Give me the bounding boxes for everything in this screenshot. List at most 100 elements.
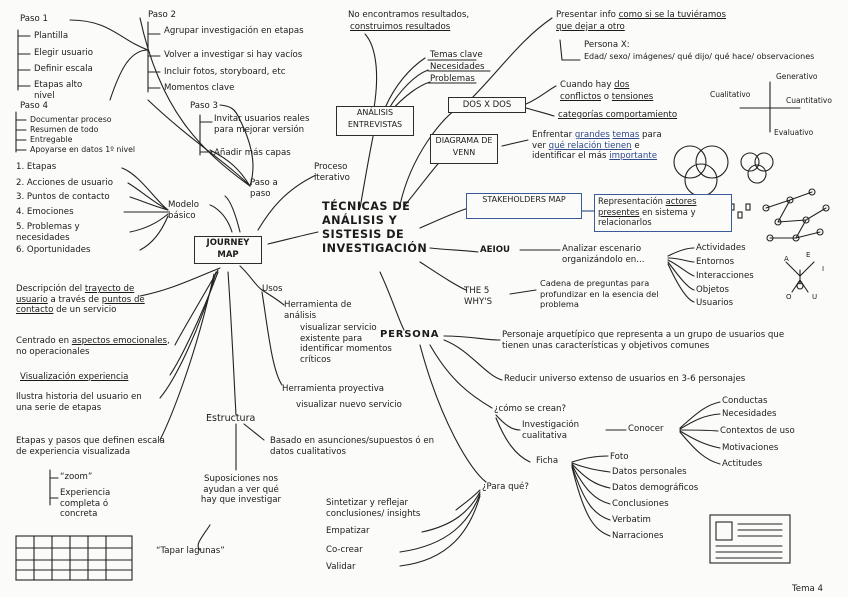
- title-line-1: TÉCNICAS DE: [322, 200, 411, 213]
- dos-categorias: categorías comportamiento: [558, 110, 678, 120]
- aeiou-letter: U: [812, 293, 818, 301]
- persona-card-sketch: [709, 514, 791, 564]
- proceso-iterativo-label: Proceso iterativo: [314, 162, 350, 183]
- modelo-item: 2. Acciones de usuario: [16, 178, 113, 188]
- presentar-info: Presentar info como si se la tuviéramos: [556, 10, 726, 20]
- paso3-item: Añadir más capas: [214, 148, 291, 158]
- aeiou-item: Actividades: [696, 243, 746, 253]
- paso4-item: Entregable: [30, 135, 73, 144]
- stakeholders-desc: Representación actores presentes en sist…: [594, 194, 732, 232]
- paso1-item: Etapas alto nivel: [34, 80, 83, 101]
- journey-map-sketch: [15, 535, 133, 581]
- para-item: Sintetizar y reflejar conclusiones/ insi…: [326, 498, 421, 519]
- axis-cualitativo: Cualitativo: [710, 90, 751, 99]
- aeiou-item: Usuarios: [696, 298, 734, 308]
- paso4-title: Paso 4: [20, 101, 48, 111]
- analisis-entrevistas-box: ANÁLISIS ENTREVISTAS: [336, 106, 414, 136]
- ficha-item: Narraciones: [612, 531, 664, 541]
- modelo-item: 6. Oportunidades: [16, 245, 91, 255]
- paso2-item: Momentos clave: [164, 83, 235, 93]
- suposiciones-label: Suposiciones nos ayudan a ver qué hay qu…: [200, 474, 282, 505]
- aeiou-icon: [785, 261, 815, 293]
- paso4-item: Resumen de todo: [30, 125, 99, 134]
- persona-label: PERSONA: [380, 329, 440, 340]
- aeiou-letter: I: [822, 265, 825, 273]
- journey-experiencia: Experiencia completa ó concreta: [60, 488, 111, 519]
- aeiou-item: Interacciones: [696, 271, 754, 281]
- conocer-item: Motivaciones: [722, 443, 779, 453]
- paso2-item: Incluir fotos, storyboard, etc: [164, 67, 286, 77]
- journey-zoom: “zoom”: [60, 472, 93, 482]
- visualizar-nuevo: visualizar nuevo servicio: [296, 400, 402, 410]
- axis-cuantitativo: Cuantitativo: [786, 96, 832, 105]
- paso1-item: Definir escala: [34, 64, 93, 74]
- ficha-item: Verbatim: [612, 515, 651, 525]
- construimos: construimos resultados: [350, 22, 451, 32]
- persona-x-desc: Edad/ sexo/ imágenes/ qué dijo/ qué hace…: [584, 52, 815, 61]
- journey-map-box: JOURNEY MAP: [194, 236, 262, 264]
- persona-reducir: Reducir universo extenso de usuarios en …: [504, 374, 746, 384]
- dos-cuando: Cuando hay dos: [560, 80, 630, 90]
- journey-description: Descripción del trayecto de usuario a tr…: [16, 284, 145, 315]
- aeiou-letter: E: [806, 251, 811, 259]
- aeiou-desc: Analizar escenario organizándolo en...: [562, 244, 645, 265]
- paso2-title: Paso 2: [148, 10, 176, 20]
- persona-conocer: Conocer: [628, 424, 664, 434]
- conocer-item: Conductas: [722, 396, 768, 406]
- paso3-item: Invitar usuarios reales para mejorar ver…: [214, 114, 310, 135]
- necesidades-label: Necesidades: [430, 62, 485, 72]
- title-line-2: ANÁLISIS Y: [322, 214, 398, 227]
- persona-como: ¿cómo se crean?: [494, 404, 567, 414]
- tema-label: Tema 4: [792, 584, 823, 594]
- stakeholders-box: STAKEHOLDERS MAP: [466, 193, 582, 219]
- ficha-item: Datos demográficos: [612, 483, 699, 493]
- conocer-item: Necesidades: [722, 409, 777, 419]
- ficha-item: Conclusiones: [612, 499, 669, 509]
- presentar-info-2: que dejar a otro: [556, 22, 625, 32]
- herramienta-proyectiva: Herramienta proyectiva: [282, 384, 385, 394]
- paso4-item: Documentar proceso: [30, 115, 112, 124]
- temas-clave: Temas clave: [430, 50, 483, 60]
- ficha-item: Datos personales: [612, 467, 687, 477]
- journey-ilustra: Ilustra historia del usuario en una seri…: [16, 392, 142, 413]
- aeiou-item: Objetos: [696, 285, 729, 295]
- aeiou-letter: O: [786, 293, 792, 301]
- paso4-item: Apoyarse en datos 1º nivel: [30, 145, 136, 154]
- no-encontramos: No encontramos resultados,: [348, 10, 470, 20]
- axis-generativo: Generativo: [776, 72, 818, 81]
- aeiou-item: Entornos: [696, 257, 735, 267]
- modelo-item: 3. Puntos de contacto: [16, 192, 110, 202]
- visualizar-servicio: visualizar servicio existente para ident…: [300, 323, 392, 365]
- paso-a-paso-label: Paso a paso: [250, 178, 278, 199]
- venn-desc: Enfrentar grandes temas para ver qué rel…: [532, 130, 662, 161]
- conocer-item: Contextos de uso: [720, 426, 795, 436]
- aeiou-label: AEIOU: [480, 245, 511, 255]
- dos-conflictos: conflictos o tensiones: [560, 92, 654, 102]
- modelo-item: 1. Etapas: [16, 162, 57, 172]
- ficha-item: Foto: [610, 452, 629, 462]
- venn-box: DIAGRAMA DE VENN: [430, 134, 498, 164]
- title-line-3: SISTESIS DE: [322, 228, 405, 241]
- persona-x-title: Persona X:: [584, 40, 630, 50]
- five-whys-label: THE 5 WHY'S: [464, 286, 493, 307]
- journey-etapas: Etapas y pasos que definen escala de exp…: [16, 436, 165, 457]
- paso1-title: Paso 1: [20, 14, 48, 24]
- paso1-item: Elegir usuario: [34, 48, 94, 58]
- paso3-title: Paso 3: [190, 101, 218, 111]
- modelo-item: 4. Emociones: [16, 207, 74, 217]
- aeiou-letter: A: [784, 255, 789, 263]
- basado-label: Basado en asunciones/supuestos ó en dato…: [270, 436, 435, 457]
- stakeholder-network: [729, 188, 830, 242]
- para-item: Validar: [326, 562, 356, 572]
- estructura-label: Estructura: [206, 413, 256, 424]
- paso1-item: Plantilla: [34, 31, 69, 41]
- journey-centrado: Centrado en aspectos emocionales, no ope…: [16, 336, 170, 357]
- persona-para-que: ¿Para qué?: [482, 482, 529, 492]
- axis-evaluativo: Evaluativo: [774, 128, 814, 137]
- paso2-item: Agrupar investigación en etapas: [164, 26, 304, 36]
- paso2-item: Volver a investigar si hay vacíos: [164, 50, 303, 60]
- persona-arquetipico: Personaje arquetípico que representa a u…: [502, 330, 785, 351]
- central-title: TÉCNICAS DE ANÁLISIS Y SISTESIS DE INVES…: [322, 200, 427, 256]
- para-item: Empatizar: [326, 526, 370, 536]
